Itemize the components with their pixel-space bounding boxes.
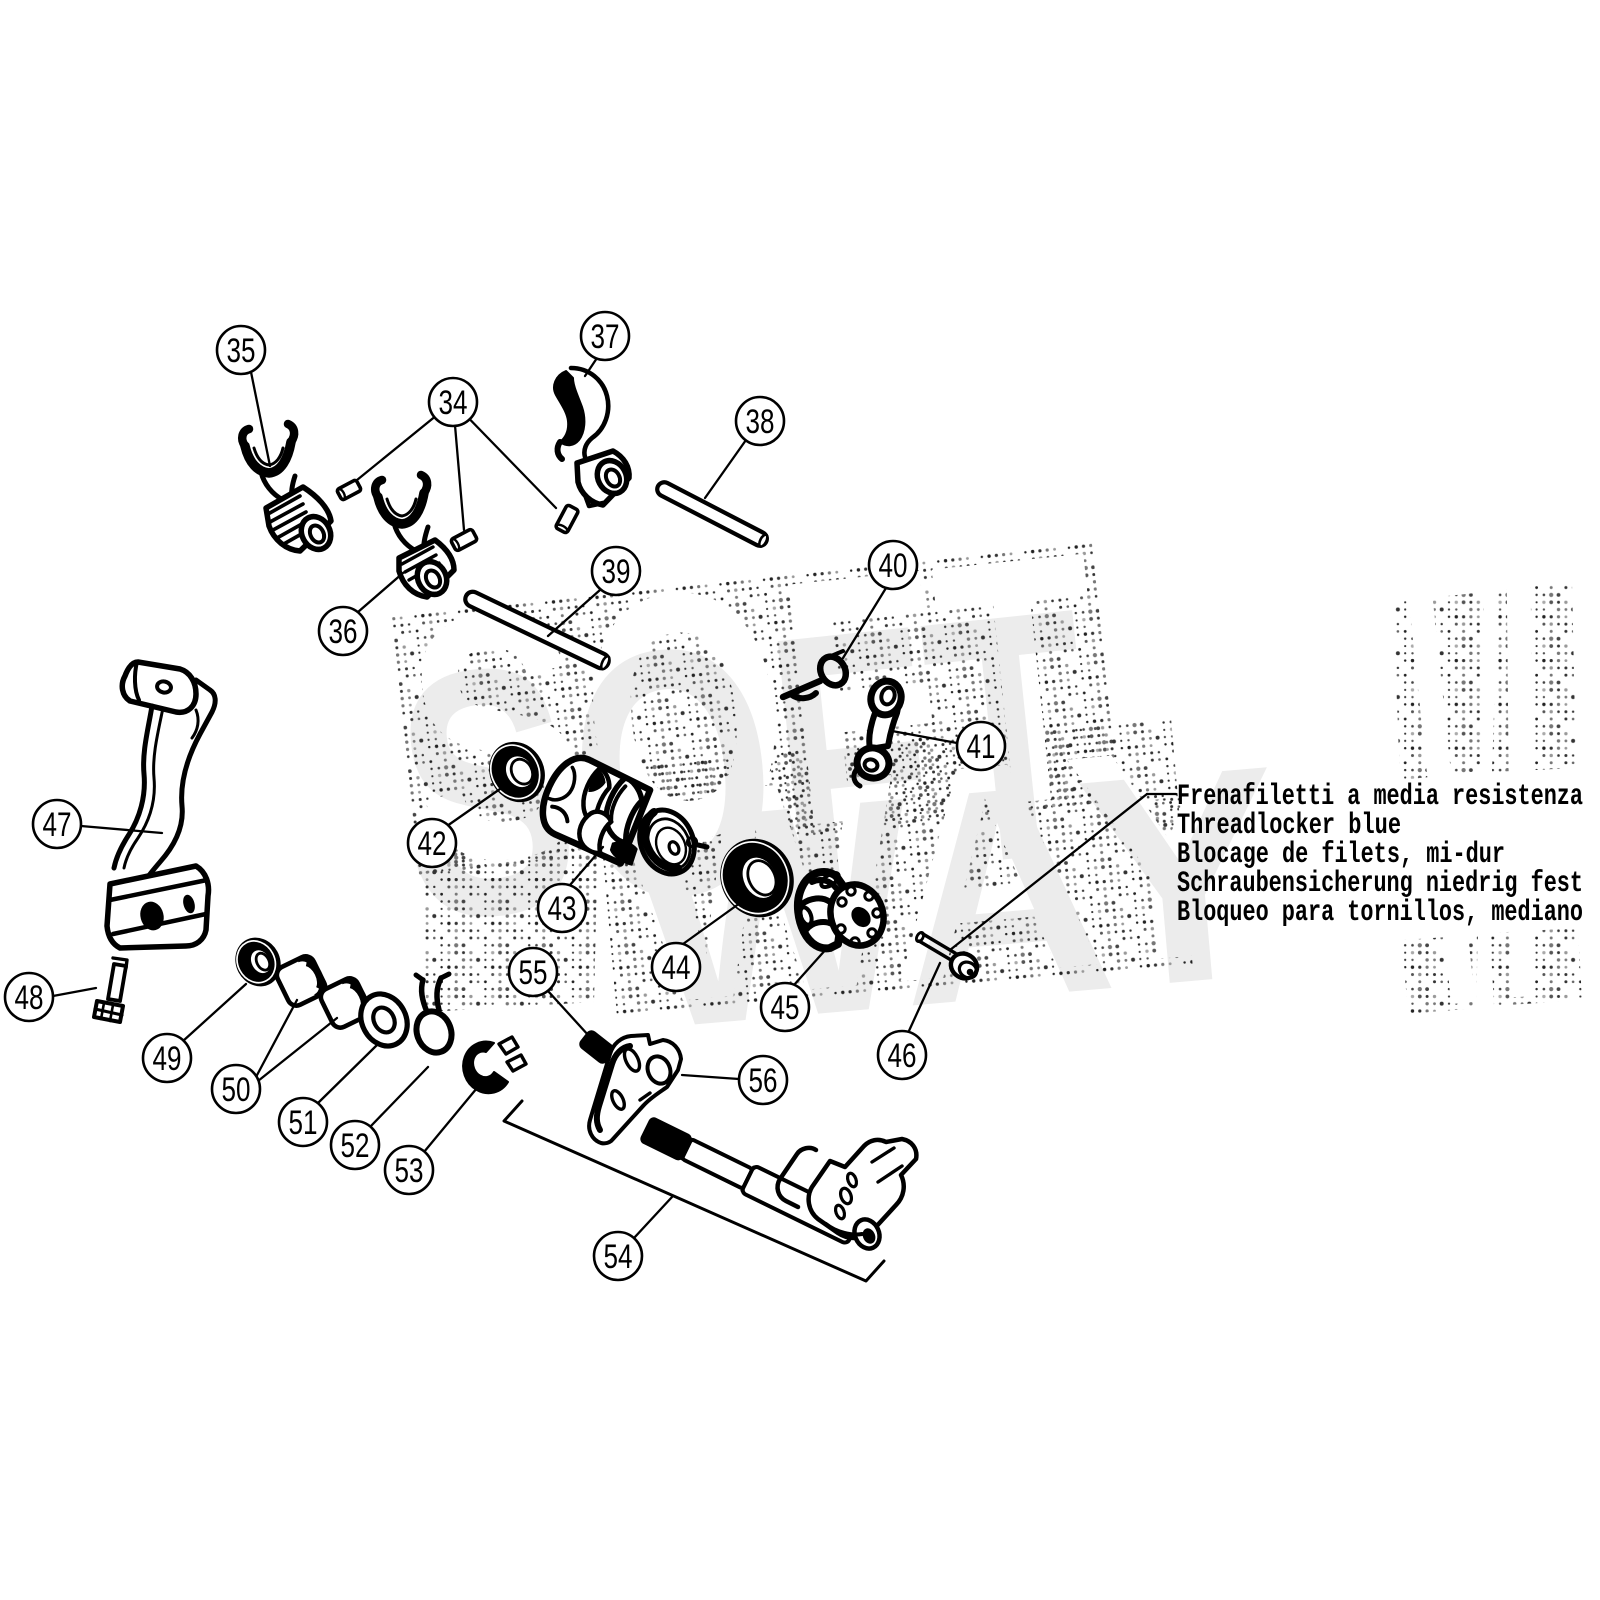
svg-text:44: 44 xyxy=(662,949,691,987)
svg-text:52: 52 xyxy=(341,1127,370,1165)
svg-text:56: 56 xyxy=(749,1062,778,1100)
svg-text:43: 43 xyxy=(548,890,577,928)
svg-text:47: 47 xyxy=(43,806,72,844)
svg-text:42: 42 xyxy=(418,825,447,863)
svg-text:35: 35 xyxy=(227,332,256,370)
svg-text:54: 54 xyxy=(604,1238,633,1276)
svg-text:Frenafiletti a media resistenz: Frenafiletti a media resistenza xyxy=(1177,780,1583,814)
svg-text:46: 46 xyxy=(888,1037,917,1075)
svg-text:39: 39 xyxy=(602,553,631,591)
svg-text:Threadlocker blue: Threadlocker blue xyxy=(1177,809,1401,843)
svg-text:Schraubensicherung niedrig fes: Schraubensicherung niedrig fest xyxy=(1177,867,1583,901)
svg-text:Blocage de filets, mi-dur: Blocage de filets, mi-dur xyxy=(1177,838,1505,872)
svg-text:50: 50 xyxy=(222,1071,251,1109)
svg-text:36: 36 xyxy=(329,613,358,651)
svg-text:34: 34 xyxy=(439,384,468,422)
svg-text:51: 51 xyxy=(289,1104,318,1142)
svg-text:Bloqueo para tornillos, median: Bloqueo para tornillos, mediano xyxy=(1177,896,1583,930)
svg-text:53: 53 xyxy=(395,1152,424,1190)
svg-text:48: 48 xyxy=(15,979,44,1017)
svg-text:37: 37 xyxy=(591,318,620,356)
svg-text:49: 49 xyxy=(153,1040,182,1078)
svg-text:38: 38 xyxy=(746,403,775,441)
svg-text:55: 55 xyxy=(519,954,548,992)
svg-text:40: 40 xyxy=(879,547,908,585)
svg-text:45: 45 xyxy=(771,989,800,1027)
svg-text:41: 41 xyxy=(967,728,996,766)
